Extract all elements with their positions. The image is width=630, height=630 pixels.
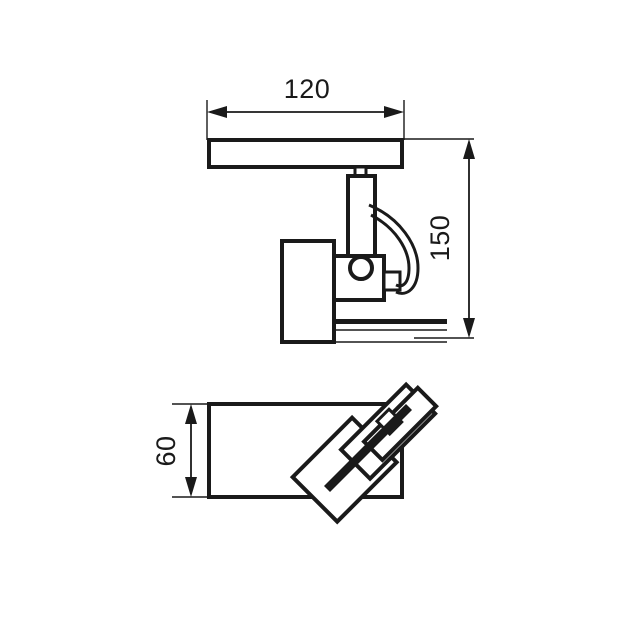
depth-arrow-bottom (185, 477, 197, 497)
width-arrow-left (207, 106, 227, 118)
height-dimension-label: 150 (425, 215, 455, 262)
height-arrow-bottom (463, 318, 475, 338)
height-arrow-top (463, 139, 475, 159)
depth-arrow-top (185, 404, 197, 424)
pivot-joint-circle (348, 255, 374, 281)
cable-plan-diagonal (324, 404, 412, 492)
base-plate-edge (334, 319, 447, 324)
width-dimension-label: 120 (284, 74, 331, 104)
cable-loop-outer (368, 203, 420, 295)
cable-loop-inner (370, 213, 411, 288)
lamp-head-body (280, 239, 336, 344)
width-arrow-right (384, 106, 404, 118)
terminal-block (382, 270, 402, 292)
top-view (172, 381, 439, 525)
canopy-bar (207, 138, 404, 169)
depth-dimension-label: 60 (151, 435, 181, 466)
front-view (206, 100, 475, 344)
